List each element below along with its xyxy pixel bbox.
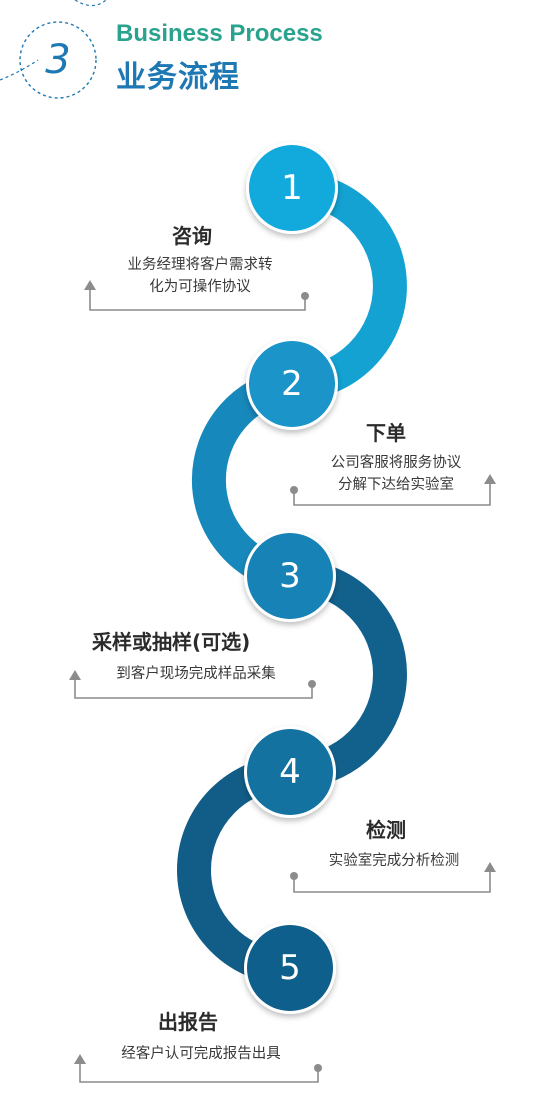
header-decoration	[0, 0, 107, 99]
step-2-connector-dot	[290, 486, 298, 494]
step-1-circle-fill	[249, 145, 335, 231]
step-4-connector-arrow	[484, 862, 496, 872]
step-2-desc-line1: 公司客服将服务协议	[330, 455, 462, 471]
step-3-title: 采样或抽样(可选)	[92, 630, 251, 654]
step-2-title: 下单	[366, 421, 406, 445]
step-5-number: 5	[279, 948, 301, 988]
step-4-desc-line1: 实验室完成分析检测	[328, 853, 460, 869]
step-1-connector-arrow	[84, 280, 96, 290]
step-1-connector-dot	[301, 292, 309, 300]
step-4-title: 检测	[366, 818, 406, 842]
header-title-en: Business Process	[116, 20, 323, 47]
step-3-connector-dot	[308, 680, 316, 688]
step-5-connector-arrow	[74, 1054, 86, 1064]
step-5-connector-dot	[314, 1064, 322, 1072]
step-3-desc-line1: 到客户现场完成样品采集	[116, 666, 276, 682]
step-5-desc-line1: 经客户认可完成报告出具	[121, 1046, 281, 1062]
step-2-circle-fill	[249, 341, 335, 427]
header-number-circle	[19, 21, 97, 99]
step-4-number: 4	[279, 752, 301, 792]
step-2-connector-arrow	[484, 474, 496, 484]
step-3-number: 3	[279, 556, 301, 596]
step-2-desc-line2: 分解下达给实验室	[338, 477, 454, 493]
step-5-circle-fill	[247, 925, 333, 1011]
dashed-curve-top	[74, 0, 107, 7]
step-5-title: 出报告	[158, 1010, 218, 1034]
step-1-desc-line2: 化为可操作协议	[149, 279, 251, 295]
step-3-circle-fill	[247, 533, 333, 619]
step-5-connector	[79, 1062, 319, 1083]
step-4-connector-dot	[290, 872, 298, 880]
header-title-cn: 业务流程	[116, 60, 240, 95]
step-4-circle-fill	[247, 729, 333, 815]
step-3-connector-arrow	[69, 670, 81, 680]
step-1-connector	[89, 288, 306, 311]
step-4-connector	[293, 870, 491, 893]
header-number: 3	[45, 37, 71, 83]
step-2-connector	[293, 482, 491, 506]
step-2-number: 2	[281, 364, 303, 404]
arc-3-4	[291, 559, 407, 789]
step-1-number: 1	[281, 168, 303, 208]
step-1-desc-line1: 业务经理将客户需求转	[127, 257, 273, 273]
step-3-connector	[74, 678, 313, 699]
step-1-title: 咨询	[172, 224, 212, 248]
